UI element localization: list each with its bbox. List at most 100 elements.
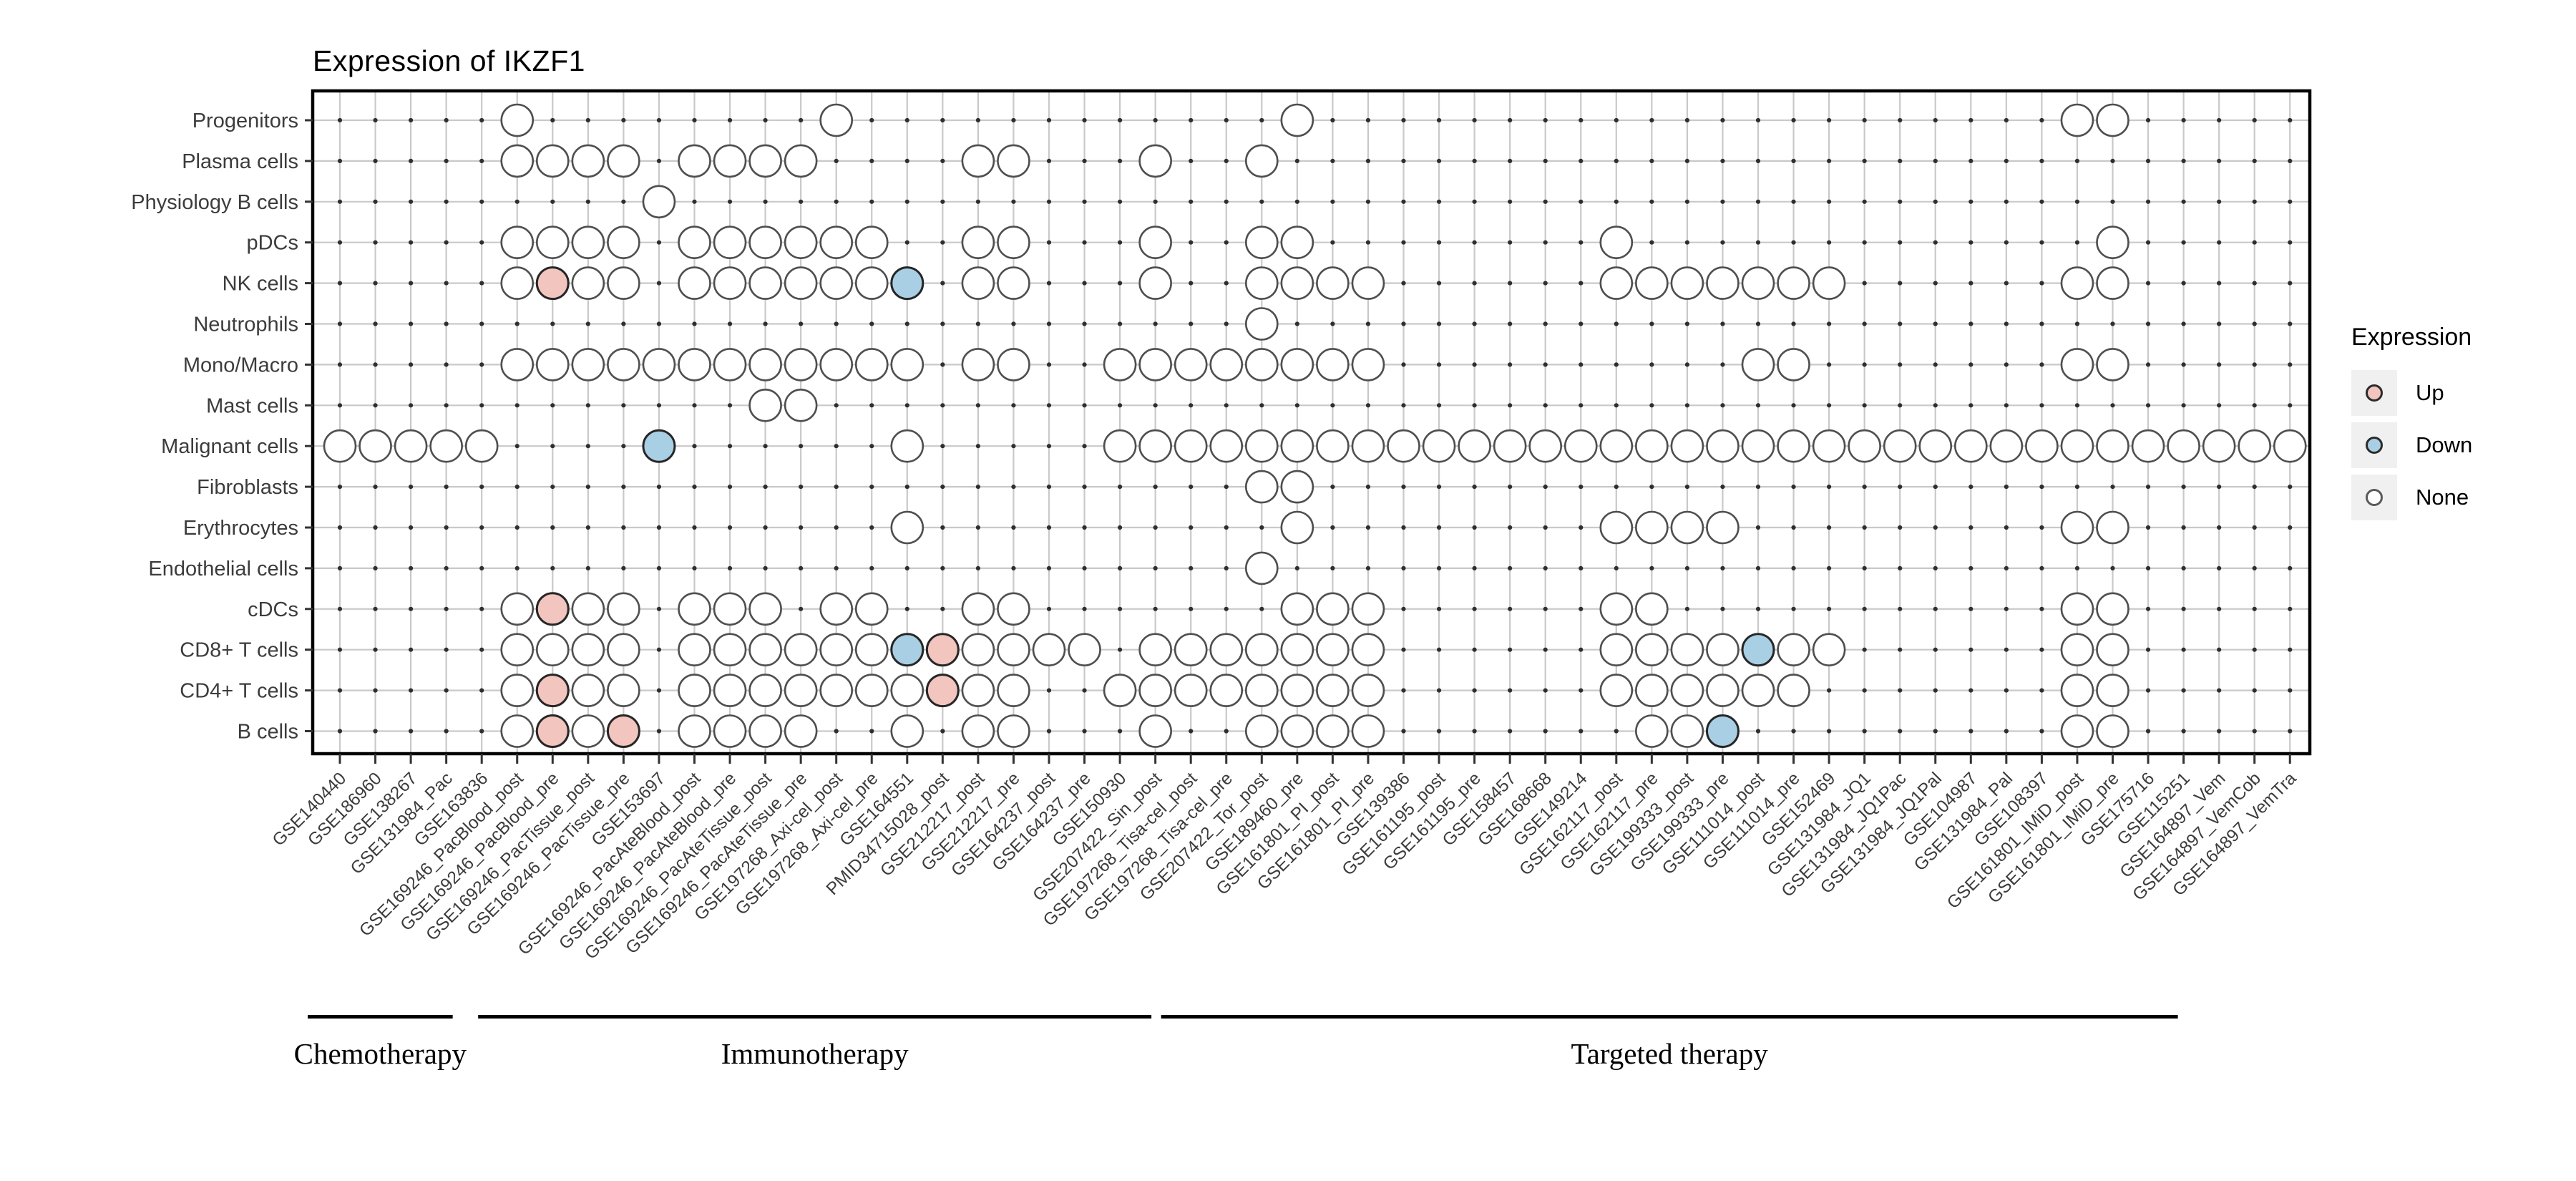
grid-dot xyxy=(2252,281,2257,286)
grid-dot xyxy=(409,647,414,652)
grid-dot xyxy=(2004,485,2009,490)
dot-none xyxy=(2096,429,2129,463)
dot-none xyxy=(1138,714,1172,748)
dot-none xyxy=(1777,674,1810,707)
grid-dot xyxy=(550,117,555,123)
dot-none xyxy=(854,348,889,381)
grid-dot xyxy=(1898,688,1903,693)
grid-dot xyxy=(1898,565,1903,571)
grid-dot xyxy=(409,362,414,367)
grid-dot xyxy=(1365,525,1371,530)
grid-dot xyxy=(1401,362,1406,367)
dot-none xyxy=(429,429,463,463)
grid-dot xyxy=(2288,606,2293,611)
grid-dot xyxy=(1472,647,1477,652)
grid-dot xyxy=(2074,485,2080,490)
dot-none xyxy=(819,633,853,667)
grid-dot xyxy=(1046,485,1052,490)
grid-dot xyxy=(1118,525,1123,530)
grid-dot xyxy=(1755,565,1761,571)
y-axis-label: CD8+ T cells xyxy=(180,639,298,662)
grid-dot xyxy=(1436,158,1442,163)
grid-dot xyxy=(1401,525,1406,530)
dot-none xyxy=(535,633,570,667)
dot-none xyxy=(1741,266,1775,300)
grid-dot xyxy=(444,525,449,530)
grid-dot xyxy=(2004,158,2009,163)
grid-dot xyxy=(444,565,449,571)
grid-dot xyxy=(2004,647,2009,652)
dot-none xyxy=(854,633,889,667)
dot-up xyxy=(535,674,570,708)
grid-dot xyxy=(1401,403,1406,408)
dot-none xyxy=(607,348,640,381)
grid-dot xyxy=(1472,403,1477,408)
grid-dot xyxy=(479,647,484,652)
grid-dot xyxy=(1614,321,1619,326)
grid-dot xyxy=(337,199,343,204)
dot-none xyxy=(1138,266,1172,300)
dot-none xyxy=(1138,348,1172,381)
dot-none xyxy=(1316,429,1350,463)
dot-none xyxy=(1103,429,1137,463)
grid-dot xyxy=(1472,281,1477,286)
dot-none xyxy=(713,674,747,707)
grid-dot xyxy=(1614,403,1619,408)
grid-dot xyxy=(727,525,733,530)
grid-dot xyxy=(1011,403,1016,408)
dot-none xyxy=(819,225,853,260)
grid-dot xyxy=(1365,240,1371,245)
grid-dot xyxy=(1579,525,1584,530)
y-axis-label: Malignant cells xyxy=(161,435,298,458)
grid-dot xyxy=(834,525,839,530)
dot-none xyxy=(997,266,1030,300)
grid-dot xyxy=(1224,403,1229,408)
grid-dot xyxy=(1827,199,1832,204)
grid-dot xyxy=(1224,240,1229,245)
grid-dot xyxy=(1436,403,1442,408)
grid-dot xyxy=(799,485,804,490)
grid-dot xyxy=(1118,117,1123,123)
grid-dot xyxy=(940,117,945,123)
grid-dot xyxy=(904,485,909,490)
grid-dot xyxy=(1543,321,1548,326)
dot-none xyxy=(1280,633,1314,667)
grid-dot xyxy=(692,403,697,408)
grid-dot xyxy=(1862,117,1867,123)
grid-dot xyxy=(1508,729,1513,734)
grid-dot xyxy=(444,647,449,652)
dot-none xyxy=(678,674,711,707)
grid-dot xyxy=(1862,321,1867,326)
grid-dot xyxy=(1827,485,1832,490)
dot-none xyxy=(1316,674,1350,707)
grid-dot xyxy=(1118,281,1123,286)
dot-none xyxy=(535,348,570,381)
grid-dot xyxy=(1827,688,1832,693)
dot-none xyxy=(713,266,747,300)
dot-none xyxy=(819,592,853,626)
grid-dot xyxy=(337,158,343,163)
grid-dot xyxy=(1508,525,1513,530)
dot-none xyxy=(748,714,782,748)
dot-none xyxy=(1351,429,1385,463)
grid-dot xyxy=(479,688,484,693)
grid-dot xyxy=(1649,321,1654,326)
grid-dot xyxy=(1365,117,1371,123)
grid-dot xyxy=(1082,158,1087,163)
grid-dot xyxy=(444,199,449,204)
grid-dot xyxy=(656,321,662,326)
dot-none xyxy=(1777,429,1810,463)
grid-dot xyxy=(799,525,804,530)
grid-dot xyxy=(1791,117,1796,123)
dot-none xyxy=(1245,551,1279,585)
grid-dot xyxy=(1436,729,1442,734)
grid-dot xyxy=(1862,485,1867,490)
grid-dot xyxy=(2217,362,2222,367)
grid-dot xyxy=(2145,525,2151,530)
dot-none xyxy=(748,633,782,667)
grid-dot xyxy=(2252,117,2257,123)
grid-dot xyxy=(1614,729,1619,734)
dot-none xyxy=(961,633,995,667)
grid-dot xyxy=(1791,525,1796,530)
grid-dot xyxy=(409,565,414,571)
